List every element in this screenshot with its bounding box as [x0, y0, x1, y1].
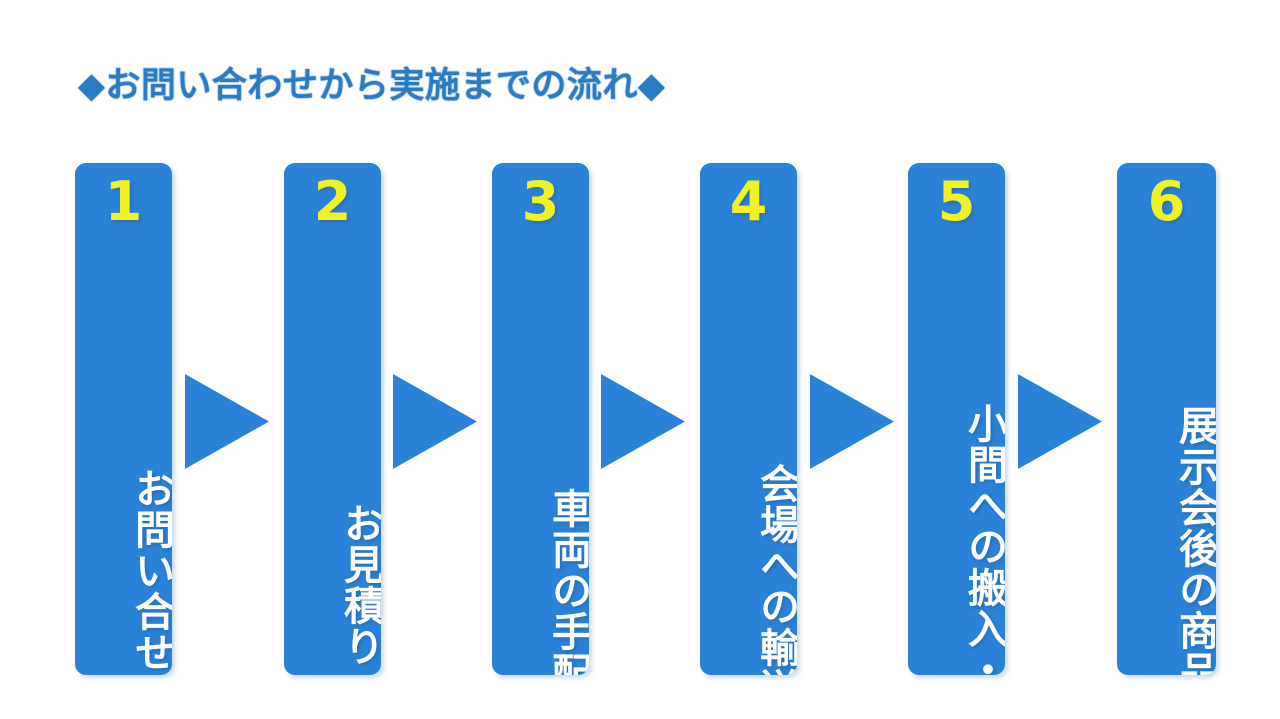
step-label-3: 車両の手配: [546, 488, 589, 675]
arrow-right-triangle-icon: [1018, 374, 1102, 469]
arrow-right-triangle-icon: [810, 374, 894, 469]
step-number-4: 4: [729, 170, 768, 233]
step-label-2: お見積り: [338, 503, 381, 667]
flow-step-card-6: 6 展示会後の商品輸配送: [1117, 163, 1216, 675]
flow-step-card-4: 4 会場への輸送: [700, 163, 797, 675]
flow-step-card-2: 2 お見積り: [284, 163, 381, 675]
step-number-2: 2: [313, 170, 352, 233]
step-label-1: お問い合せ: [129, 468, 172, 673]
step-number-5: 5: [937, 170, 976, 233]
flow-step-card-1: 1 お問い合せ: [75, 163, 172, 675]
step-label-6: 展示会後の商品輸配送: [1173, 405, 1216, 675]
step-number-6: 6: [1147, 170, 1186, 233]
step-label-5: 小間への搬入・搬出: [962, 403, 1005, 675]
arrow-right-triangle-icon: [185, 374, 269, 469]
flow-step-card-3: 3 車両の手配: [492, 163, 589, 675]
step-label-4: 会場への輸送: [754, 463, 797, 675]
arrow-right-triangle-icon: [601, 374, 685, 469]
page-title: ◆お問い合わせから実施までの流れ◆: [78, 66, 666, 105]
flow-step-card-5: 5 小間への搬入・搬出: [908, 163, 1005, 675]
arrow-right-triangle-icon: [393, 374, 477, 469]
step-number-1: 1: [104, 170, 143, 233]
step-number-3: 3: [521, 170, 560, 233]
